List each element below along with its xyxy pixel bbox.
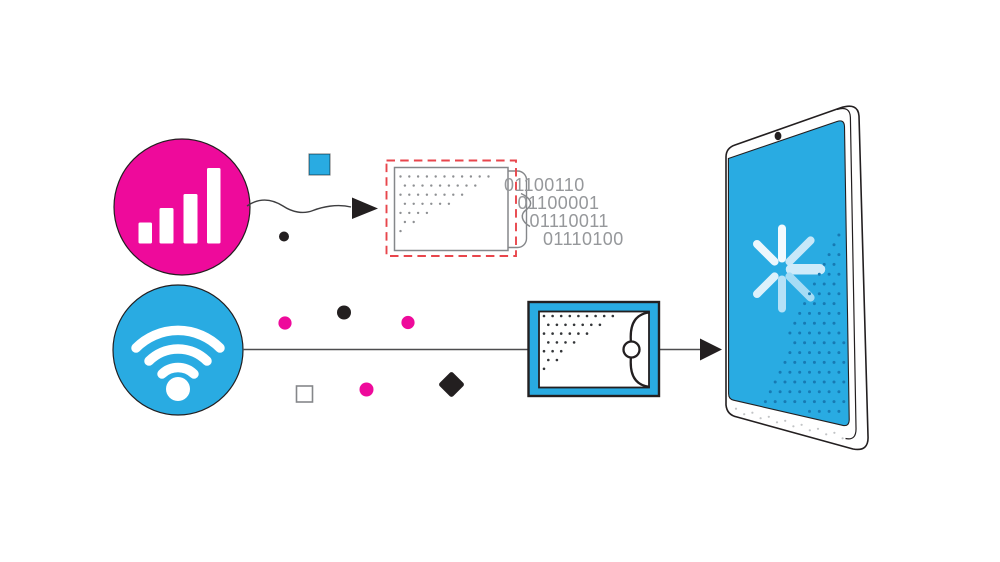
camera-dot <box>774 131 782 141</box>
cellular-signal-badge <box>113 138 251 276</box>
envelope-string-clasp <box>520 192 532 228</box>
squiggle-connector <box>246 197 378 219</box>
envelope-button-clasp <box>622 340 641 359</box>
chin-dots-pattern <box>734 407 844 440</box>
decor-square-blue <box>308 153 331 176</box>
wifi-badge <box>112 284 244 416</box>
decor-dot-black-small <box>279 231 289 242</box>
blue-packet-box <box>527 300 661 398</box>
envelope-string-bottom <box>629 356 650 388</box>
cellular-circle <box>113 138 251 276</box>
cellular-signal-bars-icon <box>138 168 221 244</box>
envelope-string-top <box>629 311 650 343</box>
wifi-dot <box>166 377 190 401</box>
dashed-packet-box <box>385 159 532 257</box>
decor-dot-magenta-2 <box>401 315 415 330</box>
decor-dot-magenta-3 <box>359 382 374 397</box>
binary-line: 01100110 <box>504 175 585 195</box>
binary-line: 01110011 <box>530 211 609 231</box>
spinner-ray-se <box>785 272 815 302</box>
binary-line: 01100001 <box>518 193 600 213</box>
decor-shapes <box>278 153 464 403</box>
wifi-icon <box>131 325 225 401</box>
arrow-right-icon <box>700 338 722 361</box>
spinner-ray-nw <box>753 240 779 266</box>
phone-side-edge <box>836 107 857 440</box>
squiggle-line <box>246 199 352 214</box>
decor-dot-magenta-1 <box>278 316 292 330</box>
envelope-icon <box>393 166 509 252</box>
decor-diamond <box>439 372 464 397</box>
dashed-outline <box>385 159 517 257</box>
envelope-dots-pattern <box>399 175 490 233</box>
binary-text: 01100110 01100001 01110011 01110100 <box>504 175 624 249</box>
envelope-dots-pattern <box>542 314 615 371</box>
binary-line: 01110100 <box>543 229 624 249</box>
screen-dots-pattern <box>763 233 846 413</box>
loading-spinner-icon <box>753 224 826 313</box>
transfer-line <box>243 338 722 361</box>
decor-square-outline <box>295 385 314 403</box>
decor-dot-black-big <box>337 305 351 320</box>
spinner-ray-ne <box>785 236 815 266</box>
smartphone <box>725 105 869 451</box>
spinner-ray-sw <box>753 272 779 298</box>
arrow-right-icon <box>352 197 378 219</box>
